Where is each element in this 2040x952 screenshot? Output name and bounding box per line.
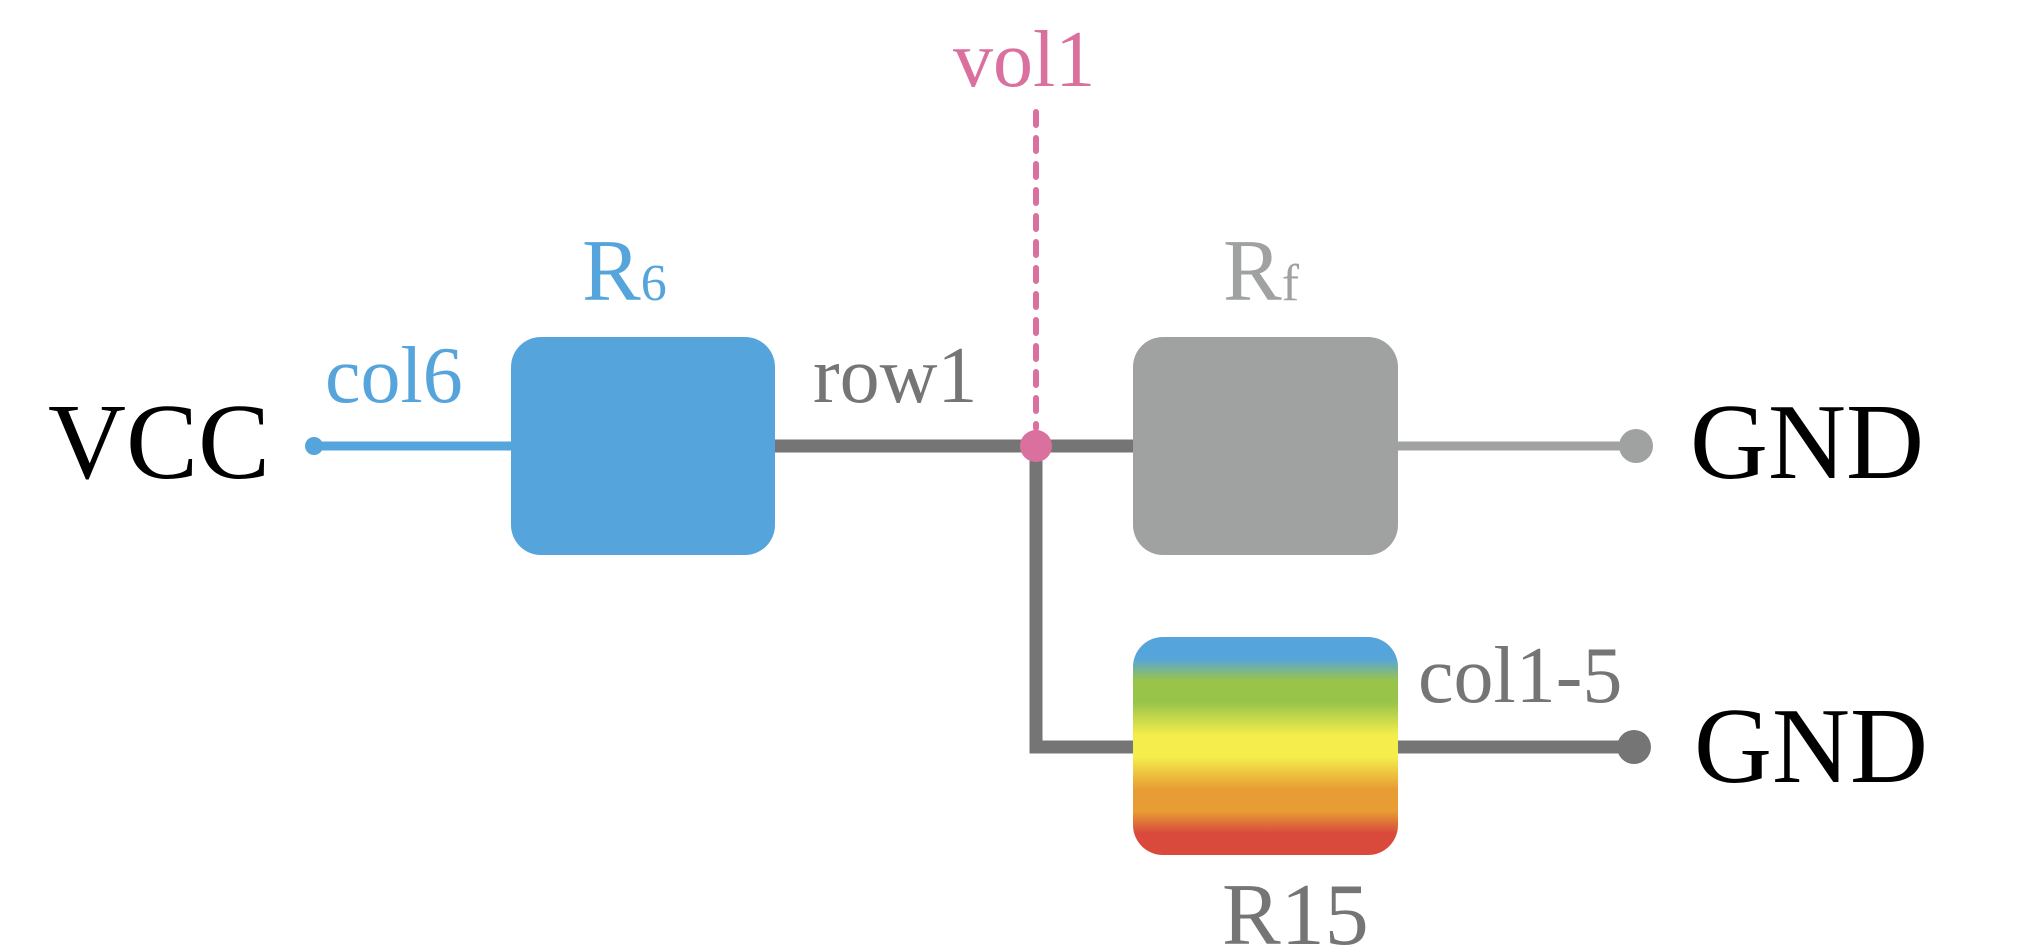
r6-label: R6 [582,223,667,320]
gnd-top-terminal [1619,429,1653,463]
vcc-terminal [305,437,323,455]
resistor-rf [1133,337,1398,555]
gnd-bottom-label: GND [1694,687,1928,806]
resistor-r15 [1133,637,1398,855]
rf-label-sub: f [1282,255,1300,312]
row1-label: row1 [813,332,977,420]
rf-label-main: R [1223,223,1282,320]
vol1-label: vol1 [953,16,1095,104]
vol1-node [1020,430,1052,462]
r6-label-sub: 6 [641,255,667,312]
wire-branch [1029,446,1140,754]
vcc-label: VCC [48,383,270,502]
rf-label: Rf [1223,223,1300,320]
col6-label: col6 [325,332,463,420]
r15-label: R15 [1222,867,1369,952]
r6-label-main: R [582,223,641,320]
col1-5-label: col1-5 [1418,632,1622,720]
resistor-r6 [511,337,775,555]
gnd-bottom-terminal [1617,730,1651,764]
gnd-top-label: GND [1690,383,1924,502]
